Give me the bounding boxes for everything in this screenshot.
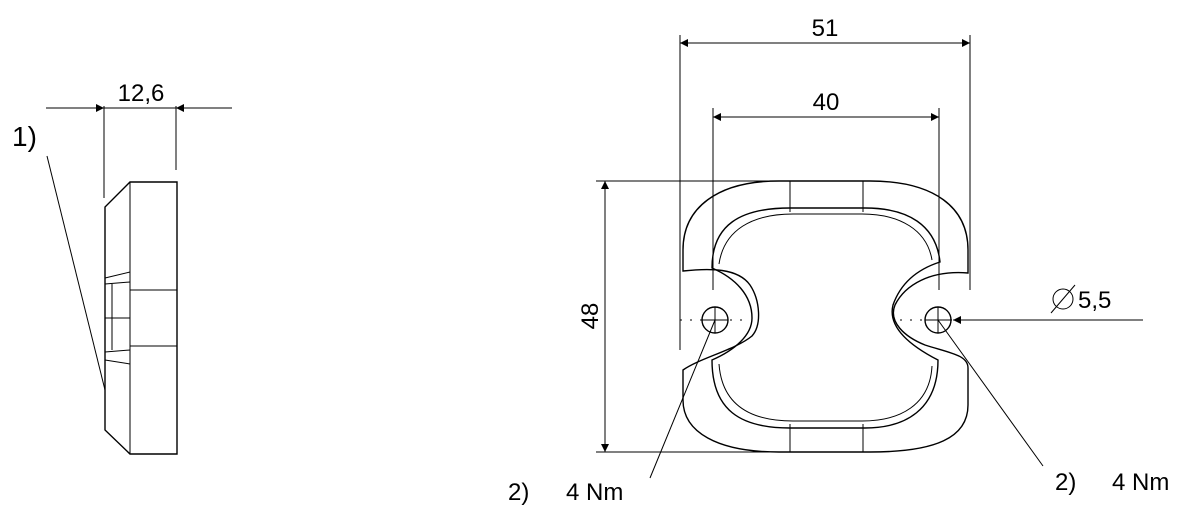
hole-spacing-dimension: 40: [712, 89, 940, 290]
diameter-symbol-icon: [1050, 284, 1076, 314]
note-2-right-label: 2): [1055, 469, 1076, 496]
front-view: 51 40 48 5,5: [508, 15, 1169, 506]
pads: [789, 181, 864, 452]
height-label: 48: [577, 303, 604, 330]
height-dimension: 48: [577, 180, 780, 453]
front-outer-contour: [682, 180, 969, 453]
note-1-label: 1): [12, 121, 37, 152]
side-view: 12,6 1): [12, 80, 232, 455]
torque-note-right: 2) 4 Nm: [937, 319, 1169, 496]
torque-note-left: 2) 4 Nm: [508, 319, 716, 506]
note-2-left-label: 2): [508, 479, 529, 506]
front-inner-opening: [711, 207, 941, 429]
torque-left-label: 4 Nm: [566, 479, 623, 506]
side-width-label: 12,6: [118, 80, 165, 107]
side-view-recess: [104, 271, 177, 365]
torque-right-label: 4 Nm: [1112, 469, 1169, 496]
hole-spacing-label: 40: [813, 89, 840, 116]
outer-width-dimension: 51: [679, 15, 971, 350]
note-1-leader: [46, 155, 106, 391]
outer-width-label: 51: [812, 15, 839, 42]
side-width-dimension: 12,6: [46, 80, 232, 198]
hole-diameter-callout: 5,5: [953, 284, 1143, 324]
hole-diameter-label: 5,5: [1078, 287, 1111, 314]
